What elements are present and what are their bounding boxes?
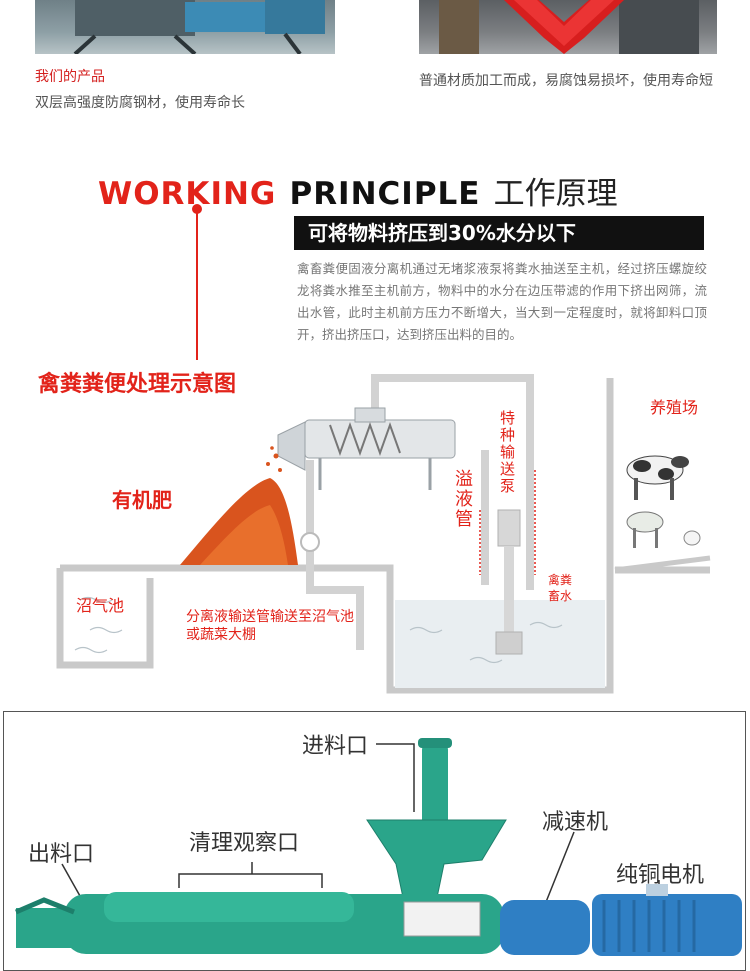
process-diagram (56, 374, 711, 694)
label-reducer: 减速机 (542, 810, 609, 835)
principle-banner: 可将物料挤压到30%水分以下 (294, 216, 704, 250)
label-inlet: 进料口 (302, 734, 369, 759)
label-special-pump: 特种输送泵 (500, 409, 516, 495)
principle-title-cn: 工作原理 (493, 176, 618, 212)
product-photo-bad (419, 0, 717, 54)
bad-caption-body: 普通材质加工而成，易腐蚀易损坏，使用寿命短 (419, 73, 713, 89)
cross-mark-icon (439, 0, 699, 54)
label-motor: 纯铜电机 (616, 863, 705, 888)
diagram-title: 禽粪粪便处理示意图 (38, 372, 237, 397)
label-outlet: 出料口 (28, 842, 95, 867)
label-organic-fertilizer: 有机肥 (112, 488, 172, 512)
label-farm: 养殖场 (650, 398, 699, 417)
pointer-line (196, 212, 198, 360)
principle-title-red: WORKING (98, 176, 277, 212)
product-photo-good (35, 0, 335, 54)
machine-photo-illustration (73, 0, 325, 54)
pointer-dot (192, 204, 202, 214)
label-cleaning-window: 清理观察口 (189, 831, 300, 856)
separator-machine-illustration (15, 738, 742, 956)
label-biogas-pool: 沼气池 (76, 596, 125, 615)
good-caption-body: 双层高强度防腐钢材，使用寿命长 (35, 95, 245, 111)
principle-title: WORKING PRINCIPLE 工作原理 (98, 168, 618, 213)
machine-panel: 进料口 出料口 清理观察口 减速机 纯铜电机 (3, 711, 746, 971)
label-separation-pipe: 分离液输送管输送至沼气池或蔬菜大棚 (186, 609, 354, 643)
good-caption-title: 我们的产品 (35, 69, 105, 85)
label-manure-water: 禽粪畜水 (548, 573, 573, 603)
principle-description: 禽畜粪便固液分离机通过无堵浆液泵将粪水抽送至主机，经过挤压螺旋绞龙将粪水推至主机… (297, 261, 707, 342)
principle-title-black: PRINCIPLE (289, 176, 481, 212)
label-overflow-pipe: 溢液管 (455, 469, 473, 530)
